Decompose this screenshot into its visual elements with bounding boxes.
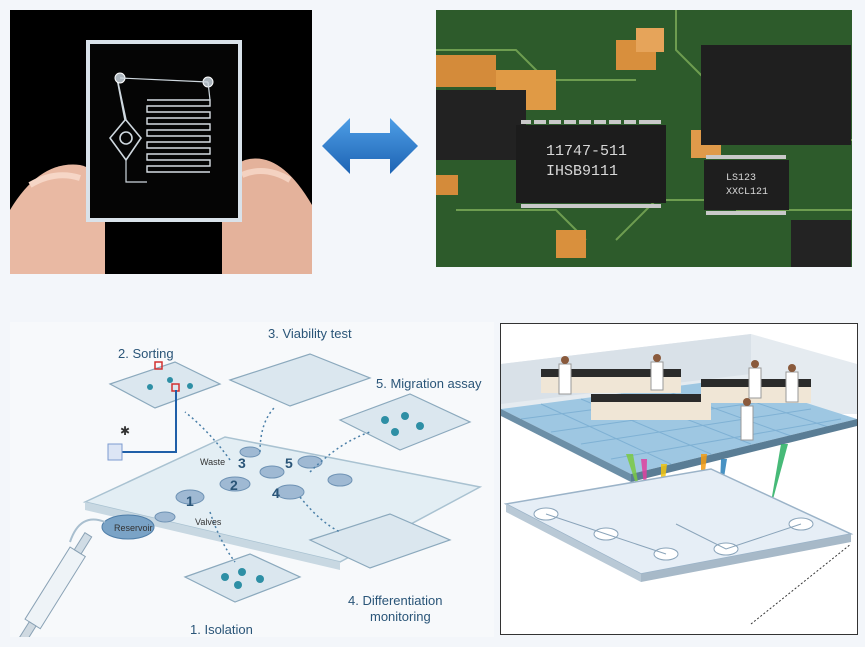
valves-label: Valves bbox=[195, 517, 222, 527]
monitoring-label: monitoring bbox=[370, 609, 431, 624]
microfluidic-workflow-diagram: ✱ 1 2 3 4 5 Waste Reservoir Valves 2. So… bbox=[10, 322, 494, 637]
differentiation-label: 4. Differentiation bbox=[348, 593, 442, 608]
viability-label: 3. Viability test bbox=[268, 326, 352, 341]
double-arrow-icon bbox=[320, 115, 420, 177]
chip-label-3: LS123 bbox=[726, 173, 756, 184]
step-1-marker: 1 bbox=[186, 493, 194, 509]
svg-text:✱: ✱ bbox=[120, 424, 130, 438]
sorting-label: 2. Sorting bbox=[118, 346, 174, 361]
lab-on-chip-illustration bbox=[500, 323, 858, 635]
step-2-marker: 2 bbox=[230, 477, 238, 493]
step-3-marker: 3 bbox=[238, 455, 246, 471]
chip-label-1: 11747-511 bbox=[546, 143, 627, 160]
microfluidic-chip-photo bbox=[10, 10, 312, 274]
step-4-marker: 4 bbox=[272, 485, 280, 501]
chip-label-2: IHSB9111 bbox=[546, 163, 618, 180]
step-5-marker: 5 bbox=[285, 455, 293, 471]
waste-label: Waste bbox=[200, 457, 225, 467]
reservoir-label: Reservoir bbox=[114, 523, 153, 533]
migration-label: 5. Migration assay bbox=[376, 376, 482, 391]
chip-label-4: XXCL121 bbox=[726, 187, 768, 198]
circuit-board-photo: 11747-511 IHSB9111 LS123 XXCL121 bbox=[436, 10, 852, 267]
isolation-label: 1. Isolation bbox=[190, 622, 253, 637]
